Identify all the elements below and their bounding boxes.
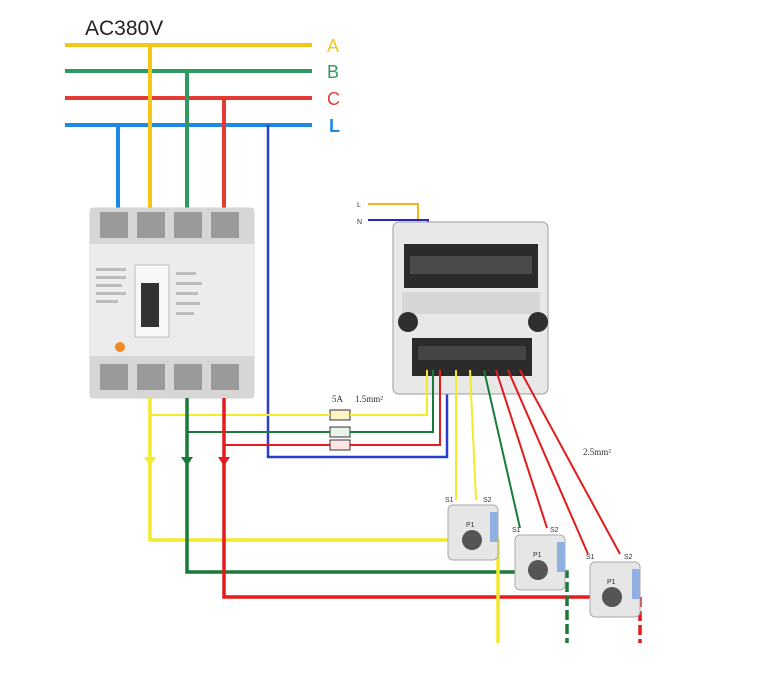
load-wires	[148, 398, 642, 643]
supply-l-label: L	[357, 202, 361, 209]
ct-secondary-wires	[455, 369, 621, 555]
wire-size-large-label: 2.5mm²	[583, 447, 611, 457]
ct-b-p1-label: P1	[533, 552, 542, 559]
meter-mount-left	[398, 312, 418, 332]
neutral-wire	[266, 125, 449, 459]
breaker-test-button	[115, 342, 125, 352]
ct-a-s2-label: S2	[483, 497, 492, 504]
bus-c-label: C	[327, 89, 340, 109]
ct-c-s2-label: S2	[624, 554, 633, 561]
ct-b-s1-label: S1	[512, 527, 521, 534]
current-transformer-c: P1 S1 S2	[586, 554, 641, 618]
power-meter	[392, 221, 549, 395]
ct-c-s1-label: S1	[586, 554, 595, 561]
supply-voltage-title: AC380V	[85, 17, 163, 40]
fuses: 5A 1.5mm²	[329, 394, 383, 451]
fuse-b	[329, 426, 351, 438]
current-transformer-b: P1 S1 S2	[512, 527, 566, 591]
ct-a-s1-label: S1	[445, 497, 454, 504]
direction-arrows	[144, 457, 230, 466]
breaker-input-wires	[116, 45, 226, 215]
bus-l-label: L	[329, 116, 340, 136]
meter-mount-right	[528, 312, 548, 332]
bus-a-label: A	[327, 36, 339, 56]
fuse-rating-label: 5A	[332, 394, 344, 404]
supply-n-label: N	[357, 219, 362, 226]
ct-b-s2-label: S2	[550, 527, 559, 534]
bus-bars: A B C L	[65, 36, 340, 136]
wire-size-small-label: 1.5mm²	[355, 394, 383, 404]
breaker-toggle-handle	[141, 283, 159, 327]
current-transformer-a: P1 S1 S2	[445, 497, 499, 561]
ct-c-p1-label: P1	[607, 579, 616, 586]
bus-b-label: B	[327, 62, 339, 82]
ct-a-p1-label: P1	[466, 522, 475, 529]
fuse-a	[329, 409, 351, 421]
circuit-breaker	[89, 207, 255, 399]
fuse-c	[329, 439, 351, 451]
